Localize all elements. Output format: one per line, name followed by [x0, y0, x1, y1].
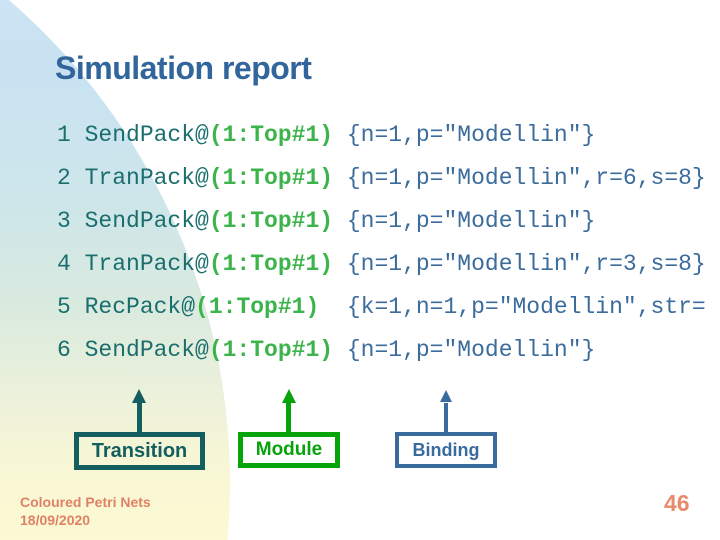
report-line-3: 3 SendPack@(1:Top#1) {n=1,p="Modellin"} [57, 208, 595, 235]
transition-arrow-stem [137, 403, 142, 432]
report-line-instance: (1:Top#1) [208, 165, 334, 191]
report-line-instance: (1:Top#1) [195, 294, 320, 320]
report-line-binding: {n=1,p="Modellin"} [333, 122, 596, 148]
report-line-binding: {k=1,n=1,p="Modellin",str= [319, 294, 706, 320]
binding-arrow-icon [440, 390, 452, 402]
module-label-box: Module [238, 432, 340, 468]
binding-label-box: Binding [395, 432, 497, 468]
report-line-instance: (1:Top#1) [208, 208, 334, 234]
module-arrow-stem [286, 403, 291, 432]
report-line-binding: {n=1,p="Modellin"} [333, 208, 596, 234]
report-line-2: 2 TranPack@(1:Top#1) {n=1,p="Modellin",r… [57, 165, 706, 192]
transition-label: Transition [91, 439, 188, 462]
transition-arrow-icon [132, 389, 146, 403]
report-line-4: 4 TranPack@(1:Top#1) {n=1,p="Modellin",r… [57, 251, 706, 278]
report-line-binding: {n=1,p="Modellin",r=6,s=8} [333, 165, 706, 191]
report-line-6: 6 SendPack@(1:Top#1) {n=1,p="Modellin"} [57, 337, 595, 364]
transition-label-box: Transition [74, 432, 205, 470]
slide-title: Simulation report [55, 50, 312, 86]
footer-course-title: Coloured Petri Nets [20, 494, 151, 510]
binding-arrow-stem [444, 403, 448, 432]
report-line-instance: (1:Top#1) [208, 122, 334, 148]
report-line-5: 5 RecPack@(1:Top#1) {k=1,n=1,p="Modellin… [57, 294, 706, 321]
module-label: Module [255, 439, 323, 460]
report-line-prefix: 3 SendPack@ [57, 208, 209, 234]
report-line-binding: {n=1,p="Modellin"} [333, 337, 596, 363]
report-line-prefix: 6 SendPack@ [57, 337, 209, 363]
report-line-instance: (1:Top#1) [208, 337, 334, 363]
report-line-prefix: 1 SendPack@ [57, 122, 209, 148]
report-line-binding: {n=1,p="Modellin",r=3,s=8} [333, 251, 706, 277]
report-line-instance: (1:Top#1) [208, 251, 334, 277]
report-line-prefix: 2 TranPack@ [57, 165, 209, 191]
binding-label: Binding [412, 439, 480, 460]
report-line-1: 1 SendPack@(1:Top#1) {n=1,p="Modellin"} [57, 122, 595, 149]
report-line-prefix: 5 RecPack@ [57, 294, 196, 320]
footer-date: 18/09/2020 [20, 512, 91, 528]
module-arrow-icon [282, 389, 296, 403]
page-number: 46 [664, 490, 690, 516]
slide-footer: Coloured Petri Nets 18/09/2020 [20, 493, 151, 529]
report-line-prefix: 4 TranPack@ [57, 251, 209, 277]
